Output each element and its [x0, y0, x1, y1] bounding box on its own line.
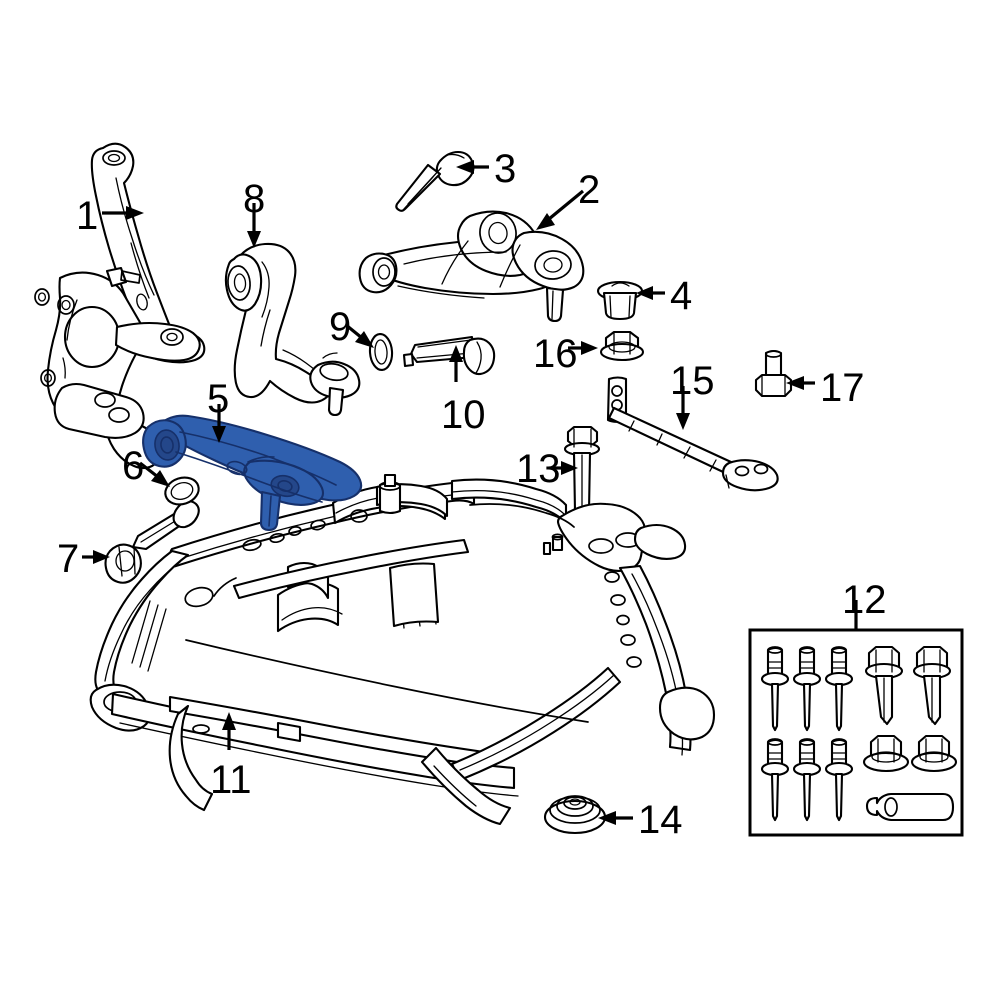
- callout-label-8[interactable]: 8: [243, 177, 266, 221]
- part-upper-control-arm[interactable]: [358, 210, 585, 323]
- part-control-arm-washer-rear[interactable]: [368, 332, 394, 372]
- callout-label-7[interactable]: 7: [57, 537, 80, 581]
- kit-hex-flange-nut-1: [862, 734, 910, 773]
- part-flange-nut[interactable]: [599, 330, 645, 362]
- callout-label-5[interactable]: 5: [207, 377, 230, 421]
- callout-label-6[interactable]: 6: [122, 444, 145, 488]
- part-stabilizer-bar-link[interactable]: [606, 376, 779, 492]
- callout-label-10[interactable]: 10: [441, 393, 486, 437]
- kit-stud-pin-1: [760, 646, 790, 732]
- part-steering-knuckle[interactable]: [34, 142, 206, 470]
- kit-hex-flange-bolt-1: [864, 645, 904, 726]
- callout-label-12[interactable]: 12: [842, 578, 887, 622]
- part-stabilizer-link-bolt[interactable]: [754, 349, 793, 398]
- part-upper-control-arm-bolt[interactable]: [395, 150, 475, 212]
- callout-label-11[interactable]: 11: [210, 758, 252, 802]
- kit-stud-pin-3: [824, 646, 854, 732]
- callout-label-13[interactable]: 13: [516, 447, 561, 491]
- callout-label-15[interactable]: 15: [670, 359, 715, 403]
- part-control-arm-front-bolt[interactable]: [104, 500, 200, 584]
- kit-stud-pin-5: [792, 738, 822, 822]
- callout-label-4[interactable]: 4: [670, 274, 693, 318]
- callout-label-3[interactable]: 3: [494, 147, 517, 191]
- callout-label-1[interactable]: 1: [76, 194, 99, 238]
- part-control-arm-rear-bolt[interactable]: [402, 335, 496, 376]
- kit-stud-pin-2: [792, 646, 822, 732]
- kit-sleeve-spacer: [865, 792, 955, 822]
- part-subframe-mounting-bolt[interactable]: [563, 425, 601, 520]
- kit-hex-flange-nut-2: [910, 734, 958, 773]
- part-control-arm-washer[interactable]: [162, 473, 202, 508]
- callout-label-17[interactable]: 17: [820, 366, 865, 410]
- callout-label-9[interactable]: 9: [329, 305, 352, 349]
- kit-hex-flange-bolt-2: [912, 645, 952, 726]
- part-front-lower-control-arm-highlighted[interactable]: [142, 414, 363, 532]
- part-subframe-insulator-bushing[interactable]: [543, 795, 607, 835]
- part-engine-cradle-subframe[interactable]: [89, 473, 716, 826]
- kit-stud-pin-6: [824, 738, 854, 822]
- part-rear-lower-control-arm[interactable]: [224, 242, 361, 417]
- callout-label-2[interactable]: 2: [578, 168, 601, 212]
- callout-leaders: [82, 160, 858, 825]
- part-hardware-kit[interactable]: [748, 628, 964, 837]
- callout-label-16[interactable]: 16: [533, 332, 578, 376]
- callout-label-14[interactable]: 14: [638, 798, 683, 842]
- kit-stud-pin-4: [760, 738, 790, 822]
- part-ball-joint-nut-cap[interactable]: [596, 280, 644, 321]
